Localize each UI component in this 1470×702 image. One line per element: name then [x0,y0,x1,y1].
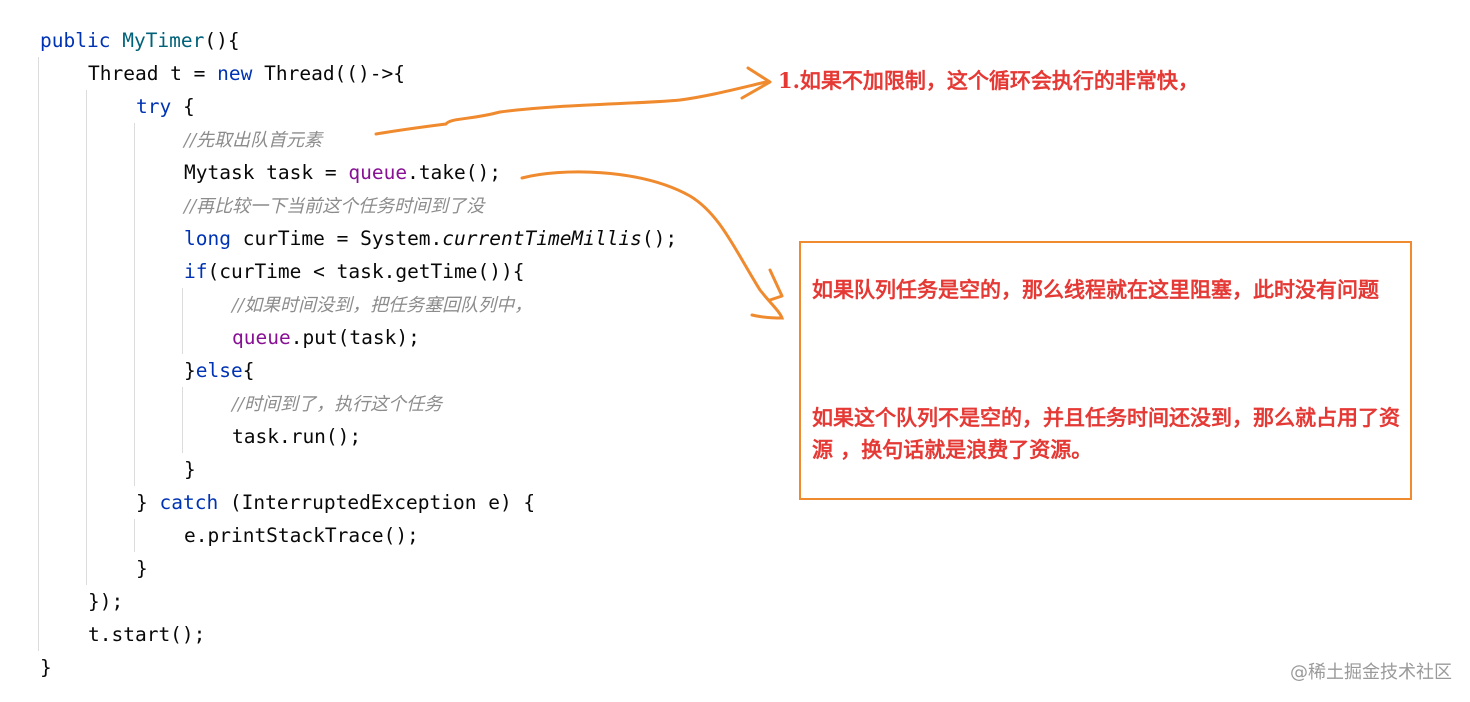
code-line[interactable]: //如果时间没到，把任务塞回队列中， [40,288,677,321]
code-comment: //先取出队首元素 [184,130,323,151]
code-line[interactable]: try { [40,90,677,123]
code-line[interactable]: public MyTimer(){ [40,24,677,57]
code-line[interactable]: t.start(); [40,618,677,651]
code-token: long [184,227,231,250]
code-token: t.start(); [88,623,206,646]
indent-guide [182,387,183,453]
code-token: catch [159,491,219,514]
indent-guide [38,57,39,651]
code-line[interactable]: //先取出队首元素 [40,123,677,156]
code-comment: //时间到了，执行这个任务 [232,394,443,415]
code-token: MyTimer [122,29,205,52]
note-paragraph-1: 如果队列任务是空的，那么线程就在这里阻塞，此时没有问题 [812,277,1379,302]
code-line[interactable]: }); [40,585,677,618]
code-token: Thread(()->{ [252,62,405,85]
arrow-to-note-box [520,170,785,320]
code-line[interactable]: } [40,453,677,486]
code-token: curTime = System. [230,227,443,250]
code-line[interactable]: if(curTime < task.getTime()){ [40,255,677,288]
code-line[interactable]: } [40,552,677,585]
code-comment: //如果时间没到，把任务塞回队列中， [232,295,533,316]
indent-guide [182,288,183,354]
code-token: } [184,458,196,481]
code-line[interactable]: Thread t = new Thread(()->{ [40,57,677,90]
code-token: } [40,656,52,679]
code-token: { [242,359,255,382]
indent-guide [134,123,135,486]
code-token: } [136,491,160,514]
arrow-head-2 [768,268,784,302]
arrow-to-annotation-1 [374,80,768,136]
code-token: (InterruptedException e) { [218,491,536,514]
code-token: queue [232,326,291,349]
code-line[interactable]: long curTime = System.currentTimeMillis(… [40,222,677,255]
code-line[interactable]: task.run(); [40,420,677,453]
code-token: (); [641,227,678,250]
code-token: (curTime < task.getTime()){ [207,260,525,283]
code-token: .take(); [407,161,501,184]
code-token: queue [348,161,408,184]
code-line[interactable]: //再比较一下当前这个任务时间到了没 [40,189,677,222]
note-paragraph-2: 如果这个队列不是空的，并且任务时间还没到，那么就占用了资源 ，换句话就是浪费了资… [812,405,1400,462]
code-token: } [184,359,196,382]
code-token: Mytask task = [184,161,349,184]
code-line[interactable]: e.printStackTrace(); [40,519,677,552]
code-line[interactable]: } catch (InterruptedException e) { [40,486,677,519]
code-token: }); [88,590,124,613]
code-token: (){ [204,29,240,52]
code-token: public [40,29,111,52]
code-line[interactable]: }else{ [40,354,677,387]
code-token: } [136,557,148,580]
indent-guide [86,90,87,585]
code-line[interactable]: } [40,651,677,684]
code-token: { [171,95,195,118]
code-line[interactable]: queue.put(task); [40,321,677,354]
code-editor[interactable]: public MyTimer(){Thread t = new Thread((… [40,24,677,684]
code-line[interactable]: //时间到了，执行这个任务 [40,387,677,420]
code-token: Thread t = [88,62,218,85]
annotation-1: 1.如果不加限制，这个循环会执行的非常快， [778,68,1199,93]
code-token: currentTimeMillis [442,227,642,250]
code-comment: //再比较一下当前这个任务时间到了没 [184,196,485,217]
watermark: @稀土掘金技术社区 [1290,662,1452,683]
note-box: 如果队列任务是空的，那么线程就在这里阻塞，此时没有问题 如果这个队列不是空的，并… [799,241,1412,500]
code-token: e.printStackTrace(); [184,524,419,547]
arrow-head-1 [740,66,772,100]
code-token: task.run(); [232,425,362,448]
indent-guide [134,519,135,552]
code-token: if [184,260,208,283]
code-line[interactable]: Mytask task = queue.take(); [40,156,677,189]
code-token: new [217,62,253,85]
code-token: else [195,359,243,382]
code-token: try [136,95,172,118]
code-token: .put(task); [290,326,420,349]
